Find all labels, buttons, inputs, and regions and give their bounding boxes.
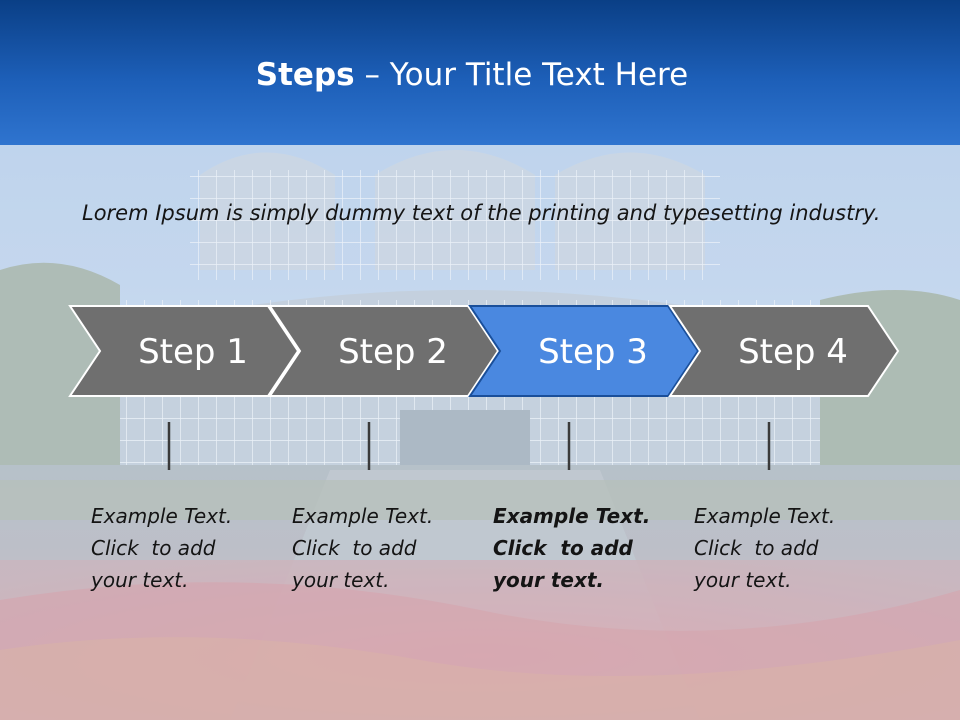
step-2-caption[interactable]: Example Text. Click to add your text. bbox=[292, 500, 482, 596]
step-3-chevron[interactable] bbox=[468, 305, 700, 397]
step-4-label: Step 4 bbox=[738, 332, 848, 372]
step-4-caption[interactable]: Example Text. Click to add your text. bbox=[694, 500, 884, 596]
step-4-chevron[interactable] bbox=[668, 305, 900, 397]
caption-line: your text. bbox=[694, 568, 792, 592]
caption-line: your text. bbox=[91, 568, 189, 592]
caption-line: Click to add bbox=[292, 536, 417, 560]
step-3-caption[interactable]: Example Text. Click to add your text. bbox=[493, 500, 683, 596]
caption-line: Click to add bbox=[694, 536, 819, 560]
slide-subtitle[interactable]: Lorem Ipsum is simply dummy text of the … bbox=[82, 201, 881, 225]
title-banner bbox=[0, 0, 960, 145]
step-2-label: Step 2 bbox=[338, 332, 448, 372]
caption-line: Example Text. bbox=[694, 504, 836, 528]
caption-line: Example Text. bbox=[493, 504, 651, 528]
step-2-chevron[interactable] bbox=[268, 305, 500, 397]
step-1-label: Step 1 bbox=[138, 332, 248, 372]
caption-line: Click to add bbox=[91, 536, 216, 560]
caption-line: Click to add bbox=[493, 536, 633, 560]
caption-line: your text. bbox=[493, 568, 605, 592]
caption-line: Example Text. bbox=[292, 504, 434, 528]
title-rest: – Your Title Text Here bbox=[354, 57, 689, 93]
slide-title[interactable]: Steps – Your Title Text Here bbox=[0, 52, 944, 98]
step-3-label: Step 3 bbox=[538, 332, 648, 372]
caption-line: your text. bbox=[292, 568, 390, 592]
title-bold: Steps bbox=[255, 57, 355, 93]
caption-line: Example Text. bbox=[91, 504, 233, 528]
step-1-caption[interactable]: Example Text. Click to add your text. bbox=[91, 500, 281, 596]
step-1-chevron[interactable] bbox=[68, 305, 300, 397]
